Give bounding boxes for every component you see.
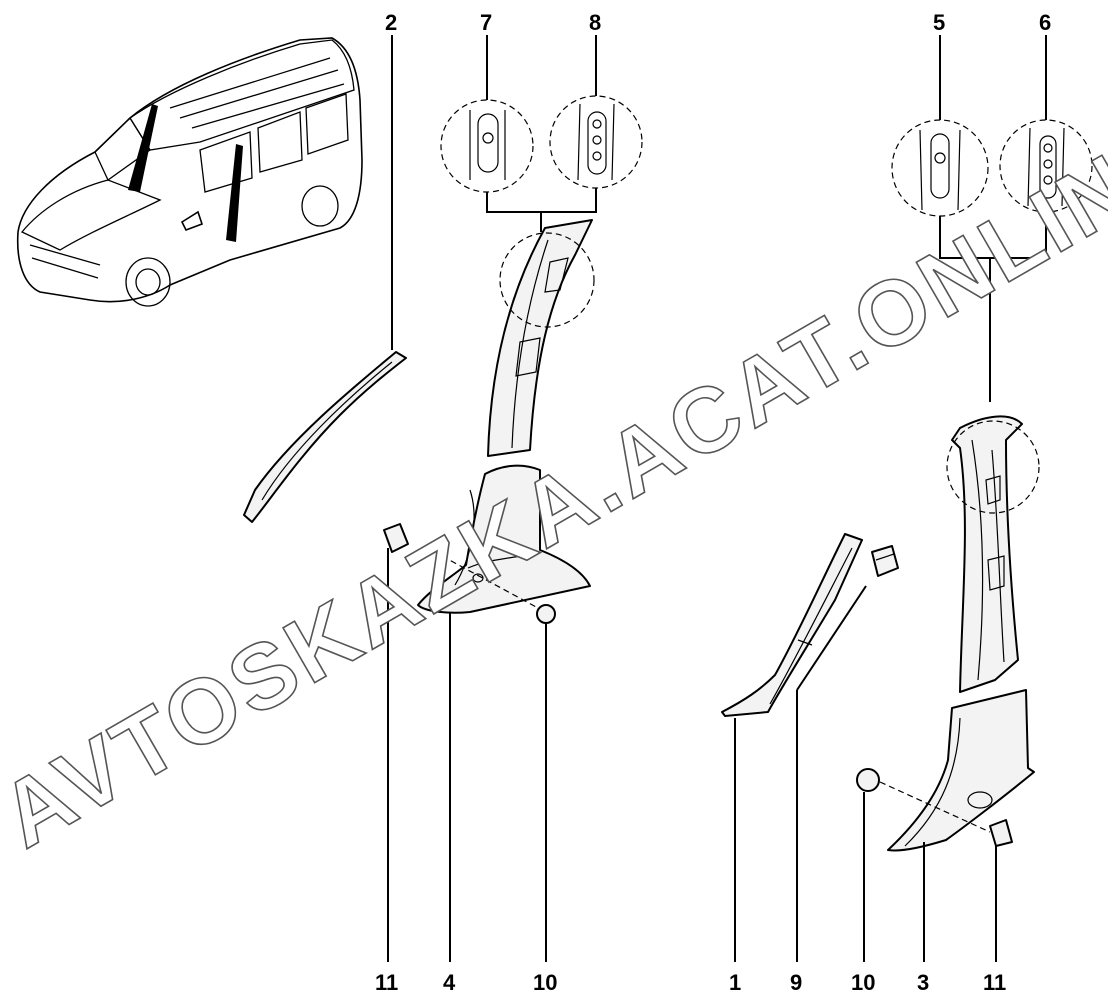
part-9-clip	[871, 545, 899, 577]
car-overview	[16, 37, 363, 307]
part-4-pillar-assembly	[383, 219, 593, 624]
callout-8: 8	[589, 10, 601, 35]
callout-6: 6	[1039, 10, 1051, 35]
callout-5: 5	[933, 10, 945, 35]
leader-lines	[387, 35, 1047, 962]
callout-numbers: 2 7 8 5 6 11 4 10 1 9 10 3 11	[375, 10, 1051, 995]
callout-11-left: 11	[375, 970, 398, 995]
bracket-7-8	[486, 188, 597, 232]
callout-1: 1	[729, 970, 741, 995]
detail-circle-7	[440, 99, 534, 193]
callout-11-right: 11	[983, 970, 1006, 995]
part-3-pillar-assembly	[856, 415, 1040, 852]
detail-circle-5	[891, 119, 989, 217]
callout-4: 4	[443, 970, 456, 995]
callout-10-right: 10	[851, 970, 875, 995]
callout-10-left: 10	[533, 970, 557, 995]
callout-9: 9	[790, 970, 802, 995]
part-1-sill-strip	[721, 533, 863, 717]
bracket-5-6	[939, 212, 1047, 402]
part-2-upper-trim-strip	[243, 351, 407, 523]
detail-circle-8	[549, 95, 643, 189]
callout-7: 7	[480, 10, 492, 35]
callout-3: 3	[917, 970, 929, 995]
callout-2: 2	[385, 10, 397, 35]
detail-circle-left-pillar	[499, 232, 595, 328]
